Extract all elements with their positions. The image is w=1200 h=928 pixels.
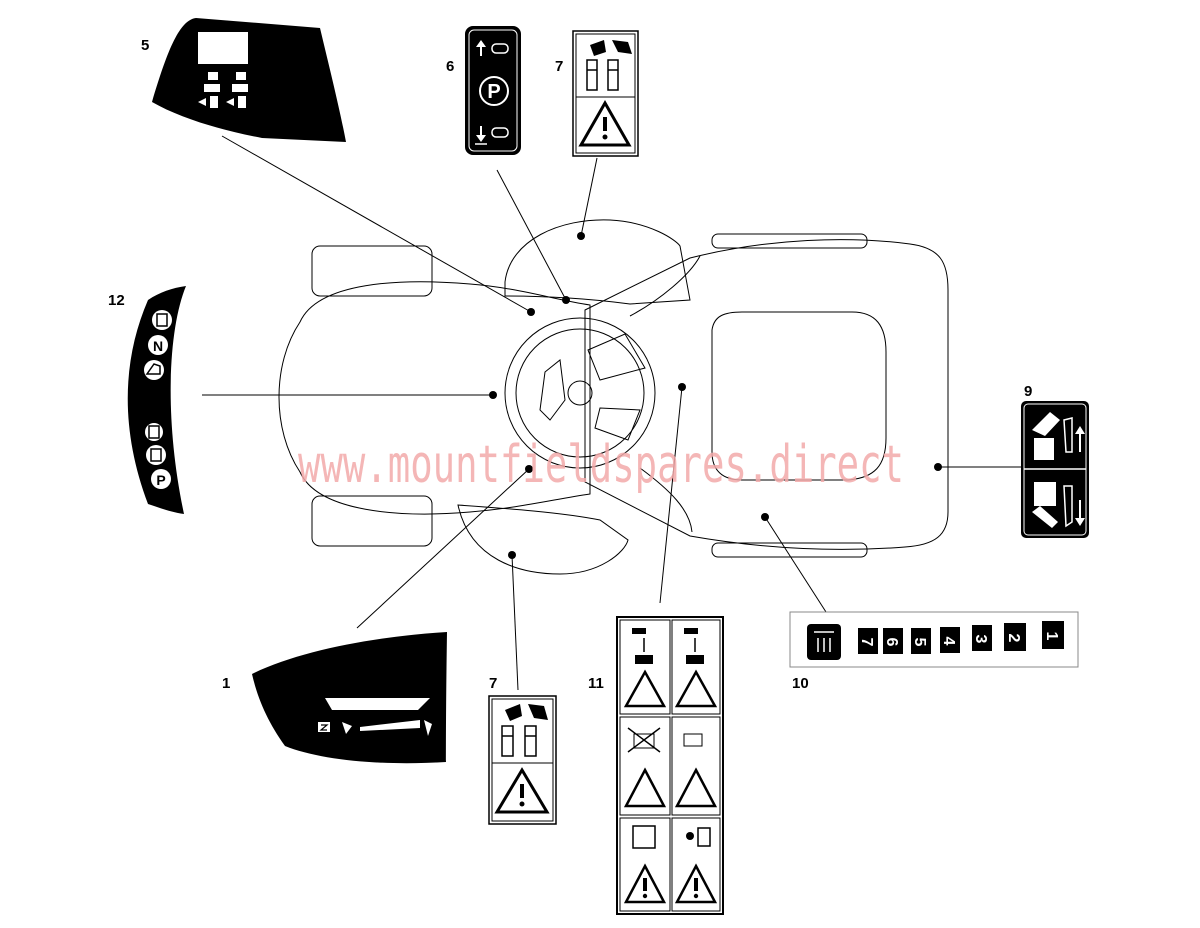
gear-number: 5 — [911, 638, 928, 647]
steering-hub — [567, 380, 593, 406]
steering-wheel-outer — [504, 317, 656, 469]
decal-9 — [1021, 401, 1089, 538]
seat — [278, 281, 591, 515]
callout-10: 10 — [792, 675, 809, 692]
decal-1 — [252, 632, 447, 764]
neutral-letter-12: N — [153, 338, 163, 354]
decal-11 — [616, 616, 724, 915]
park-letter-12: P — [156, 472, 165, 488]
front-wheel-upper — [711, 233, 868, 249]
fender-lower — [457, 504, 629, 575]
hood-panel — [711, 311, 887, 481]
leader-lines — [202, 135, 1021, 691]
gear-number: 2 — [1005, 634, 1022, 643]
callout-1: 1 — [222, 675, 230, 692]
tractor-outline — [278, 219, 949, 575]
front-wheel-lower — [711, 542, 868, 558]
gear-markers: 7 6 5 4 3 2 1 — [858, 621, 1064, 654]
steering-spoke-3 — [539, 359, 566, 421]
gear-number: 7 — [858, 638, 875, 647]
callout-7-top: 7 — [555, 58, 563, 75]
decal-6: P — [465, 26, 521, 155]
callout-6: 6 — [446, 58, 454, 75]
decal-7-top — [572, 30, 639, 157]
decal-12: N P — [127, 286, 186, 514]
leader-dots — [489, 232, 942, 559]
rear-wheel-upper — [311, 245, 433, 297]
hood — [584, 239, 949, 550]
callout-12: 12 — [108, 292, 125, 309]
watermark-text: www.mountfieldspares.direct — [298, 435, 904, 495]
steering-spoke-1 — [587, 333, 646, 381]
gear-number: 4 — [940, 637, 957, 646]
steering-spoke-2 — [594, 407, 641, 441]
hood-line-lower — [639, 467, 693, 533]
rear-wheel-lower — [311, 495, 433, 547]
decal-10: 7 6 5 4 3 2 1 — [789, 611, 1079, 668]
gear-number: 3 — [972, 635, 989, 644]
gear-number: 1 — [1043, 632, 1060, 641]
park-letter-6: P — [487, 81, 500, 103]
fender-upper — [504, 219, 691, 305]
callout-7-bottom: 7 — [489, 675, 497, 692]
callout-11: 11 — [588, 675, 604, 692]
decal-7-bottom — [488, 695, 557, 825]
hood-line-upper — [629, 255, 701, 317]
callout-5: 5 — [141, 37, 149, 54]
callout-labels: 5 6 7 12 9 1 7 11 10 — [108, 37, 1032, 692]
decal-5 — [152, 18, 346, 142]
callout-9: 9 — [1024, 383, 1032, 400]
gear-number: 6 — [883, 638, 900, 647]
steering-wheel-inner — [515, 328, 645, 458]
